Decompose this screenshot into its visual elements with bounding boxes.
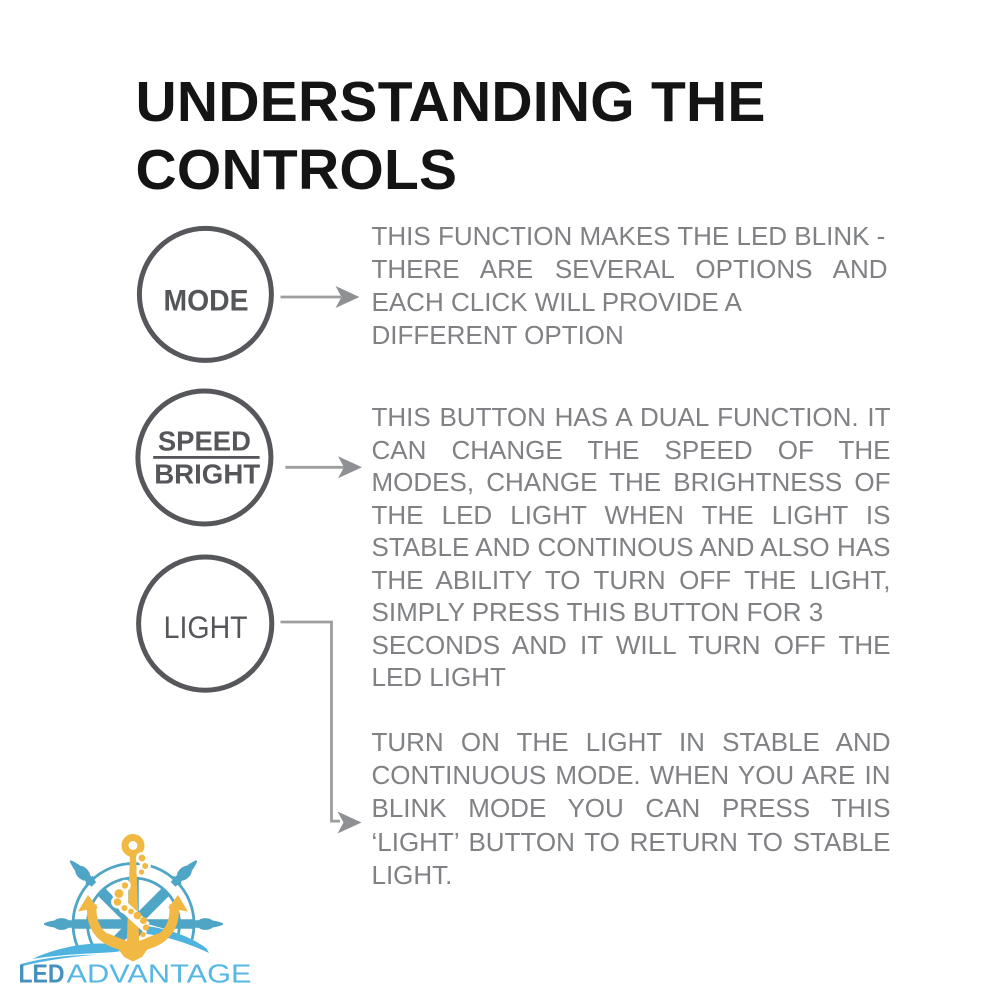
svg-text:MODE: MODE [164,284,249,317]
svg-text:BRIGHT: BRIGHT [154,458,260,489]
svg-text:LIGHT: LIGHT [164,609,248,645]
svg-text:SPEED: SPEED [158,426,251,457]
svg-text:LED: LED [19,961,65,989]
svg-text:ADVANTAGE: ADVANTAGE [67,961,252,989]
